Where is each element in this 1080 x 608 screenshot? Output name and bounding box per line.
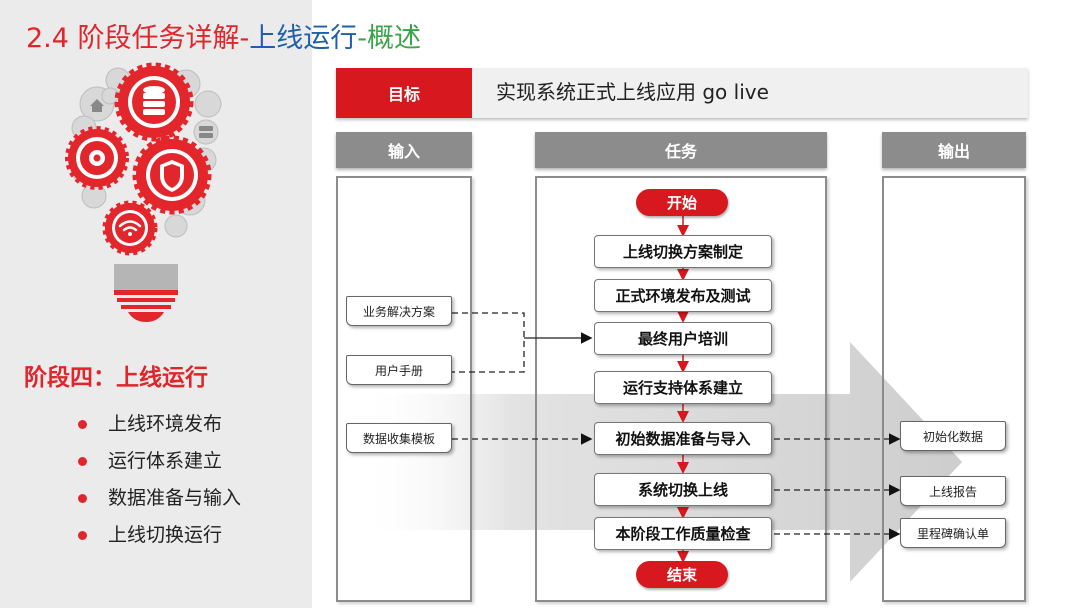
input-document: 业务解决方案 (346, 296, 452, 326)
task-box: 上线切换方案制定 (594, 235, 772, 268)
flow-end: 结束 (636, 561, 728, 588)
output-document: 上线报告 (900, 476, 1006, 506)
task-box: 运行支持体系建立 (594, 371, 772, 404)
task-box: 正式环境发布及测试 (594, 279, 772, 312)
flow-start: 开始 (636, 189, 728, 216)
task-box: 最终用户培训 (594, 322, 772, 355)
task-box: 系统切换上线 (594, 473, 772, 506)
input-document: 用户手册 (346, 355, 452, 385)
output-document: 初始化数据 (900, 421, 1006, 451)
task-box: 初始数据准备与导入 (594, 422, 772, 455)
input-document: 数据收集模板 (346, 423, 452, 453)
output-document: 里程碑确认单 (900, 518, 1006, 548)
task-box: 本阶段工作质量检查 (594, 517, 772, 550)
